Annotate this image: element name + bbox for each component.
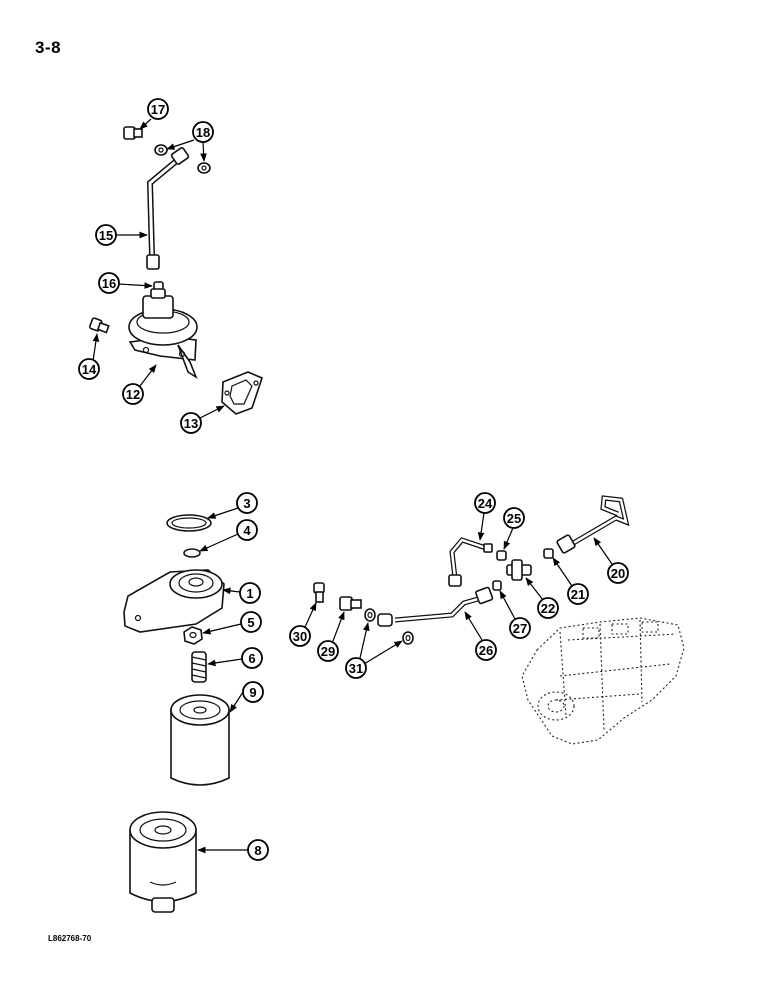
fuel-line-24-part — [448, 537, 493, 587]
washer-18-part — [154, 144, 211, 174]
callout-label-5: 5 — [247, 615, 254, 630]
callout-27: 27 — [499, 590, 531, 639]
callout-label-15: 15 — [99, 228, 113, 243]
callout-label-9: 9 — [249, 685, 256, 700]
callout-9: 9 — [229, 681, 264, 713]
callout-label-1: 1 — [246, 586, 253, 601]
callout-25: 25 — [503, 507, 525, 550]
olive-21-part — [543, 548, 554, 559]
gasket-13-part — [221, 371, 263, 415]
fuel-line-20-part — [556, 495, 630, 554]
callout-1: 1 — [222, 582, 261, 604]
callout-26: 26 — [464, 611, 497, 661]
seal-4-part — [183, 548, 201, 558]
callout-31: 31 — [345, 622, 403, 679]
callout-29: 29 — [317, 611, 345, 662]
banjo-bolt-29-part — [339, 596, 362, 611]
callout-15: 15 — [95, 224, 148, 246]
callout-21: 21 — [552, 557, 589, 605]
callout-30: 30 — [289, 602, 317, 647]
callout-3: 3 — [207, 492, 258, 519]
lift-pump-12-part — [128, 288, 198, 379]
filter-head-1-part — [123, 569, 225, 633]
bolt-14-part — [89, 317, 110, 334]
callout-label-4: 4 — [243, 523, 251, 538]
callout-22: 22 — [525, 577, 559, 619]
callout-label-27: 27 — [513, 621, 527, 636]
callout-4: 4 — [199, 519, 258, 552]
callout-13: 13 — [180, 405, 225, 434]
figure-code: L862768-70 — [48, 934, 92, 943]
callout-label-14: 14 — [82, 362, 97, 377]
callout-label-8: 8 — [254, 843, 261, 858]
fitting-25-part — [496, 550, 507, 561]
callout-label-12: 12 — [126, 387, 140, 402]
olive-27-part — [492, 580, 502, 591]
page-number: 3-8 — [35, 38, 62, 57]
callout-label-25: 25 — [507, 511, 521, 526]
callout-label-22: 22 — [541, 601, 555, 616]
callout-18: 18 — [166, 121, 214, 162]
spring-6-part — [191, 651, 207, 683]
callout-label-17: 17 — [151, 102, 165, 117]
callout-label-21: 21 — [571, 587, 585, 602]
callout-label-30: 30 — [293, 629, 307, 644]
callout-17: 17 — [139, 98, 169, 130]
filter-9-part — [170, 694, 230, 786]
callout-8: 8 — [197, 839, 269, 861]
callout-label-31: 31 — [349, 661, 363, 676]
nut-5-part — [183, 626, 203, 645]
callout-14: 14 — [78, 333, 100, 380]
callout-label-20: 20 — [611, 566, 625, 581]
callout-label-18: 18 — [196, 125, 210, 140]
callout-5: 5 — [202, 611, 262, 635]
callout-label-26: 26 — [479, 643, 493, 658]
injection-pump-phantom — [521, 617, 685, 745]
fuel-line-15-part — [146, 147, 190, 270]
callout-16: 16 — [98, 272, 153, 294]
callout-label-24: 24 — [478, 496, 493, 511]
fuel-line-26-part — [377, 586, 494, 627]
bolt-30-part — [313, 582, 325, 603]
callout-label-13: 13 — [184, 416, 198, 431]
callout-label-6: 6 — [248, 651, 255, 666]
callout-label-3: 3 — [243, 496, 250, 511]
callout-label-16: 16 — [102, 276, 116, 291]
callout-20: 20 — [593, 537, 629, 584]
filter-8-part — [129, 811, 197, 913]
tee-fitting-22-part — [506, 559, 532, 581]
callout-12: 12 — [122, 364, 157, 405]
callout-label-29: 29 — [321, 644, 335, 659]
callout-6: 6 — [207, 647, 263, 669]
bolt-17-part — [123, 126, 143, 140]
callout-24: 24 — [474, 492, 496, 541]
washer-31-part — [364, 608, 414, 645]
